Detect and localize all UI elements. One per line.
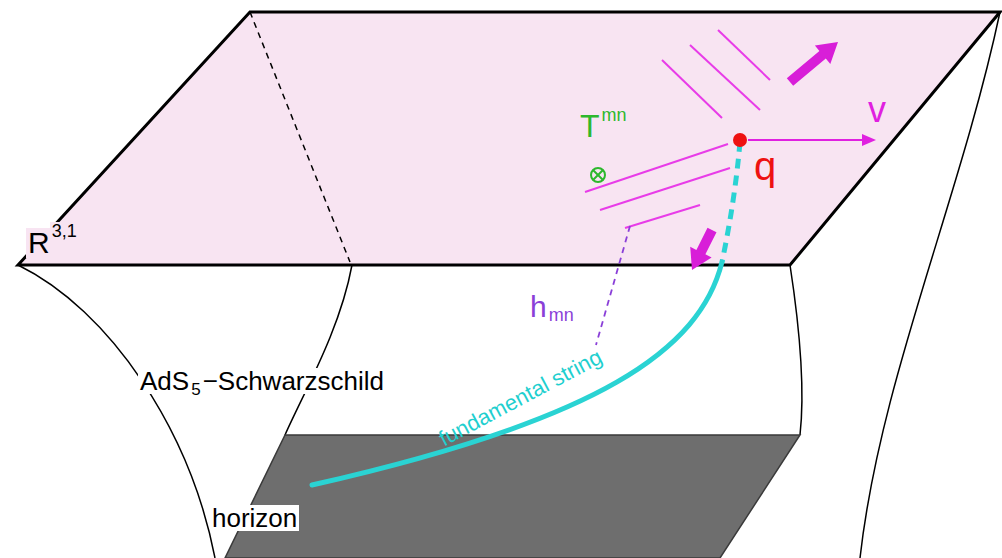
tensor-superscript: mn: [600, 106, 629, 124]
wavefront-line: [585, 144, 728, 192]
radiation-arrow: [690, 228, 716, 270]
hidden-edge: [250, 12, 350, 262]
tensor-label: T: [578, 110, 602, 142]
boundary-plane: [18, 12, 1000, 265]
velocity-arrowhead: [862, 134, 876, 146]
bulk-wall: [18, 265, 215, 558]
horizon-plane: [225, 435, 800, 558]
velocity-label: v: [866, 92, 888, 128]
marker-cross: [593, 170, 603, 180]
wavefront-line: [662, 60, 722, 118]
velocity-arrow: [748, 139, 866, 141]
space-superscript: 3,1: [50, 222, 79, 240]
horizon-label: horizon: [210, 505, 299, 531]
wavefront-line: [625, 205, 700, 228]
wavefronts: [585, 30, 770, 228]
marker-circle: [591, 168, 605, 182]
marker-cross: [593, 170, 603, 180]
metric-label: h: [528, 292, 549, 322]
wavefront-line: [718, 30, 770, 80]
wavefront-line: [690, 45, 760, 110]
string-hidden-part: [722, 142, 740, 262]
wavefront-line: [600, 168, 730, 210]
metric-leader: [596, 226, 630, 345]
space-label: R: [26, 228, 52, 258]
quark-dot: [733, 133, 747, 147]
radiation-arrow: [787, 42, 838, 86]
bulk-wall: [285, 265, 352, 435]
quark-label: q: [752, 146, 778, 186]
bulk-label: AdS: [138, 368, 191, 394]
bulk-label: −Schwarzschild: [201, 368, 386, 394]
bulk-wall: [790, 265, 802, 435]
metric-subscript: mn: [547, 306, 576, 324]
stress-tensor-marker: [591, 168, 605, 182]
